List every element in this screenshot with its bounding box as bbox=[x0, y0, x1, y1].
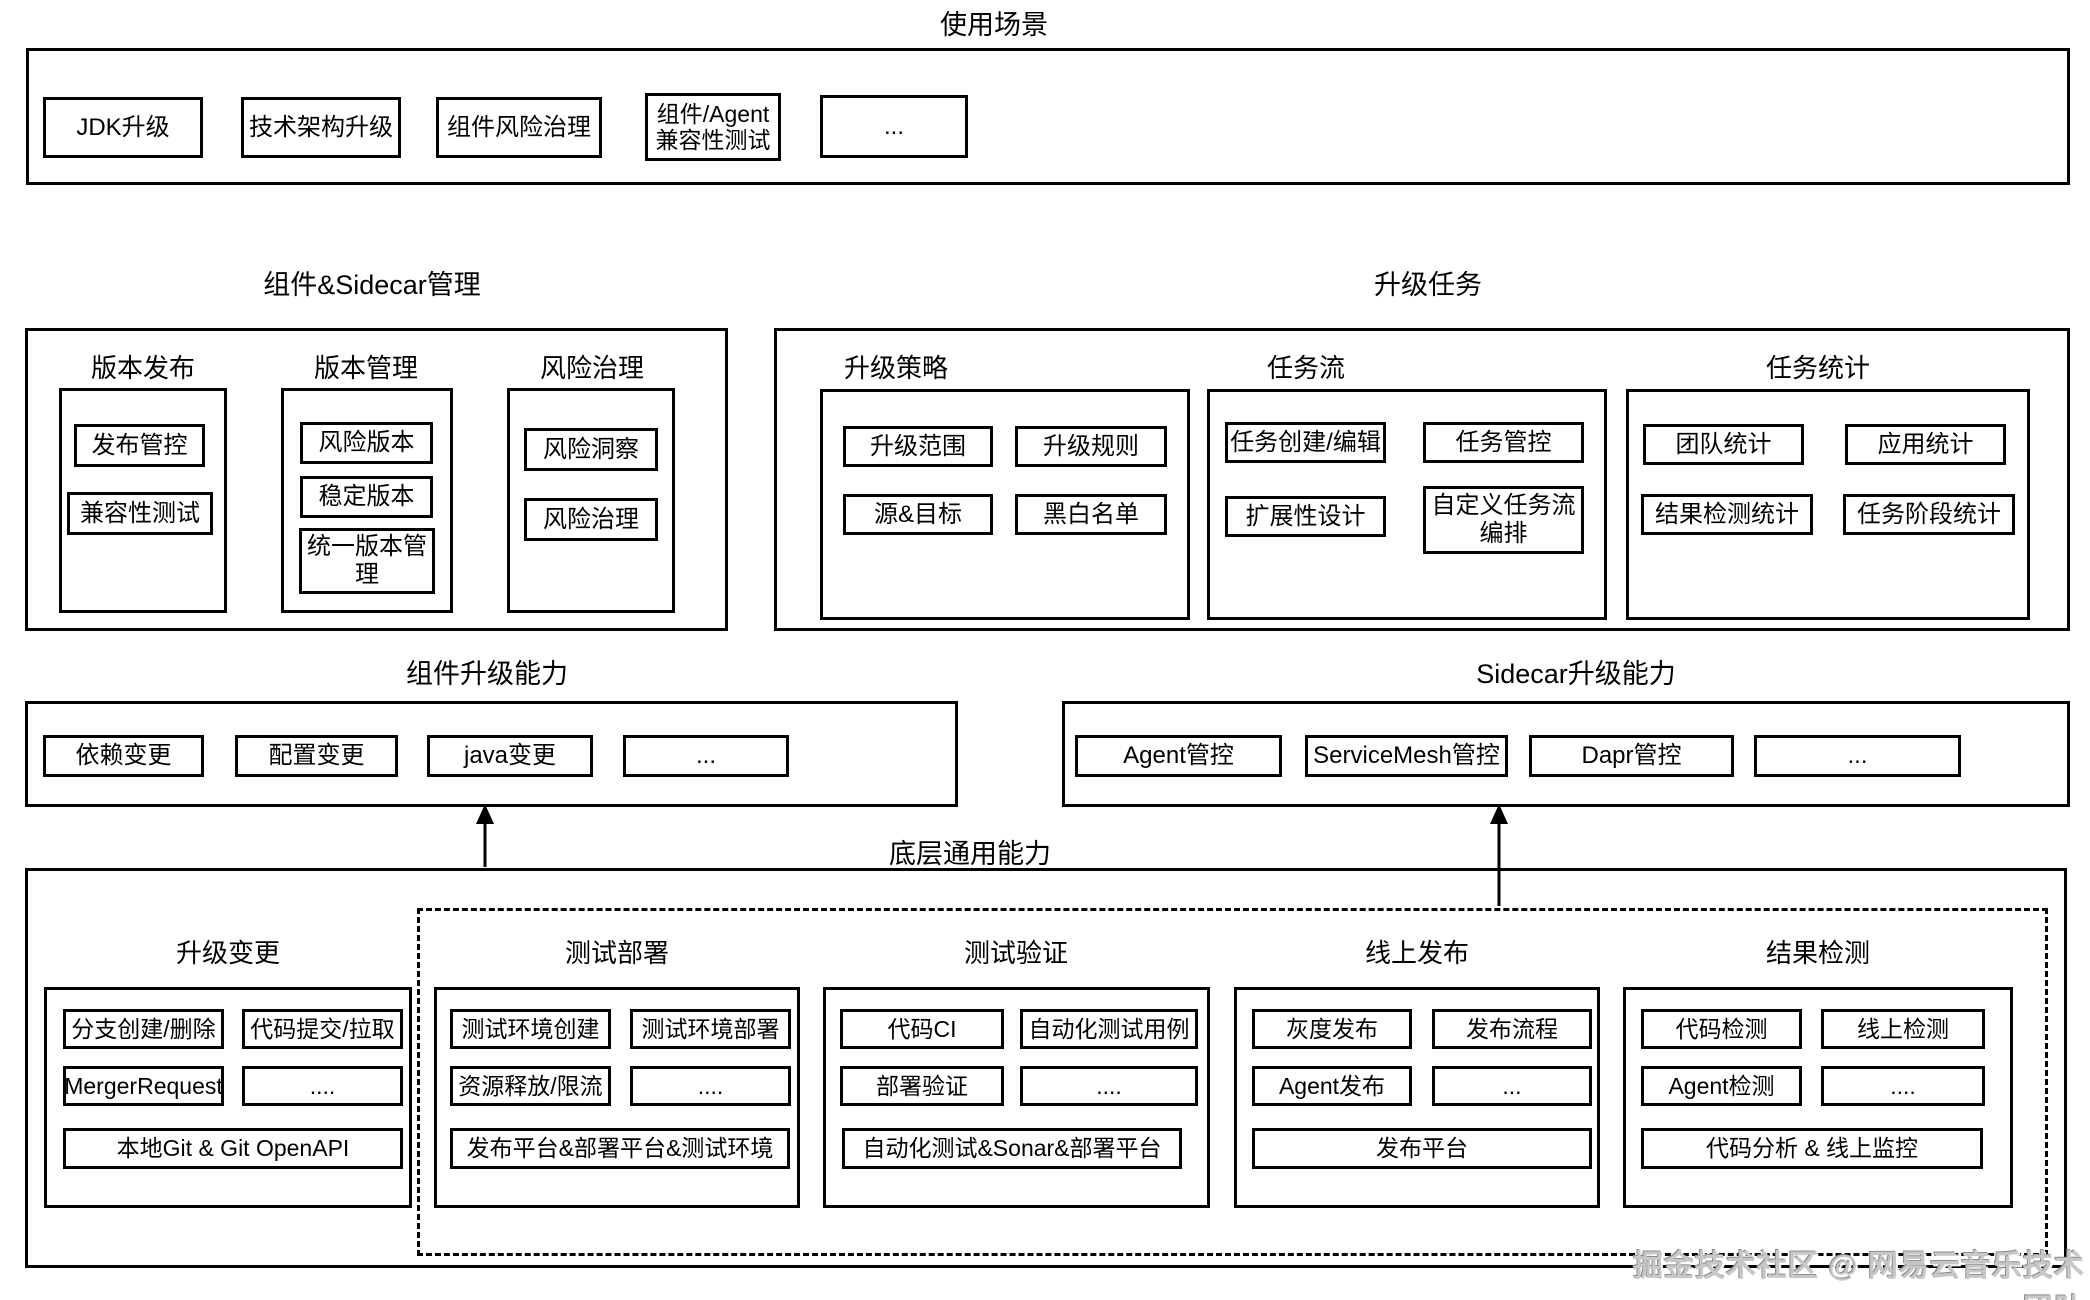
task-item: 任务管控 bbox=[1423, 422, 1584, 463]
base-item: 部署验证 bbox=[840, 1066, 1004, 1106]
base-col-title-verify: 测试验证 bbox=[963, 937, 1068, 968]
base-item-footer: 代码分析 & 线上监控 bbox=[1641, 1128, 1983, 1169]
base-item: 自动化测试用例 bbox=[1020, 1009, 1198, 1049]
task-item: 黑白名单 bbox=[1015, 494, 1167, 535]
task-col-title-stats: 任务统计 bbox=[1765, 352, 1870, 383]
sidecar-capability-item: Agent管控 bbox=[1075, 735, 1282, 777]
base-item-footer: 自动化测试&Sonar&部署平台 bbox=[842, 1128, 1182, 1169]
management-item: 风险版本 bbox=[300, 422, 433, 464]
base-item: 测试环境创建 bbox=[450, 1009, 611, 1049]
management-item: 稳定版本 bbox=[300, 476, 433, 518]
sidecar-capability-item: ... bbox=[1754, 735, 1961, 777]
task-item: 源&目标 bbox=[843, 494, 993, 535]
sidecar-capability-item: ServiceMesh管控 bbox=[1305, 735, 1508, 777]
management-col-title-riskgov: 风险治理 bbox=[539, 352, 644, 383]
section-title-usage: 使用场景 bbox=[940, 9, 1048, 40]
task-item: 应用统计 bbox=[1845, 424, 2006, 465]
task-item: 团队统计 bbox=[1643, 424, 1804, 465]
base-capability-dashed-group bbox=[417, 908, 2048, 1256]
task-item: 升级范围 bbox=[843, 426, 993, 467]
section-title-upgrade-task: 升级任务 bbox=[1374, 269, 1482, 300]
task-item: 自定义任务流编排 bbox=[1423, 486, 1584, 554]
usage-item-more: ... bbox=[820, 95, 968, 158]
management-col-title-release: 版本发布 bbox=[90, 352, 195, 383]
base-item: 代码提交/拉取 bbox=[242, 1009, 403, 1049]
component-capability-item: java变更 bbox=[427, 735, 593, 777]
management-item: 风险治理 bbox=[524, 498, 658, 541]
base-item: .... bbox=[630, 1066, 791, 1106]
base-item: Agent发布 bbox=[1252, 1066, 1412, 1106]
usage-item-jdk: JDK升级 bbox=[43, 97, 203, 158]
management-item: 发布管控 bbox=[74, 424, 205, 467]
task-item: 结果检测统计 bbox=[1641, 494, 1813, 535]
task-item: 扩展性设计 bbox=[1225, 496, 1386, 537]
section-title-component-capability: 组件升级能力 bbox=[406, 658, 568, 689]
usage-item-tech-arch: 技术架构升级 bbox=[241, 97, 401, 158]
arrow-up-left-icon bbox=[476, 804, 494, 867]
base-item-footer: 发布平台&部署平台&测试环境 bbox=[450, 1128, 790, 1169]
component-capability-item: 依赖变更 bbox=[43, 735, 204, 777]
watermark: 掘金技术社区 @ 网易云音乐技术团队 bbox=[1633, 1250, 2085, 1300]
management-item: 统一版本管理 bbox=[299, 528, 435, 594]
section-title-sidecar-capability: Sidecar升级能力 bbox=[1476, 658, 1676, 689]
base-col-title-change: 升级变更 bbox=[175, 937, 280, 968]
usage-item-risk: 组件风险治理 bbox=[436, 97, 602, 158]
base-item: 代码检测 bbox=[1641, 1009, 1802, 1049]
base-item: 分支创建/删除 bbox=[63, 1009, 224, 1049]
task-item: 升级规则 bbox=[1015, 426, 1167, 467]
base-item: 测试环境部署 bbox=[630, 1009, 791, 1049]
task-item: 任务阶段统计 bbox=[1843, 494, 2015, 535]
section-title-management: 组件&Sidecar管理 bbox=[263, 269, 481, 300]
task-col-title-flow: 任务流 bbox=[1266, 352, 1345, 383]
base-col-title-release-online: 线上发布 bbox=[1364, 937, 1469, 968]
sidecar-capability-item: Dapr管控 bbox=[1529, 735, 1734, 777]
base-item: 线上检测 bbox=[1821, 1009, 1985, 1049]
component-capability-item: 配置变更 bbox=[235, 735, 398, 777]
base-item: .... bbox=[242, 1066, 403, 1106]
base-col-title-deploy: 测试部署 bbox=[564, 937, 669, 968]
base-item-footer: 发布平台 bbox=[1252, 1128, 1592, 1169]
management-item: 风险洞察 bbox=[524, 428, 658, 471]
management-col-title-version: 版本管理 bbox=[313, 352, 418, 383]
management-item: 兼容性测试 bbox=[67, 492, 213, 535]
base-item: .... bbox=[1020, 1066, 1198, 1106]
section-title-base-capability: 底层通用能力 bbox=[889, 838, 1051, 869]
base-item: 发布流程 bbox=[1432, 1009, 1592, 1049]
base-item: .... bbox=[1821, 1066, 1985, 1106]
base-item: 资源释放/限流 bbox=[450, 1066, 611, 1106]
base-item-footer: 本地Git & Git OpenAPI bbox=[63, 1128, 403, 1169]
usage-item-agent-compat: 组件/Agent 兼容性测试 bbox=[645, 93, 781, 161]
base-item: 代码CI bbox=[840, 1009, 1004, 1049]
component-capability-item: ... bbox=[623, 735, 789, 777]
task-item: 任务创建/编辑 bbox=[1225, 422, 1386, 463]
base-item: Agent检测 bbox=[1641, 1066, 1802, 1106]
base-item: 灰度发布 bbox=[1252, 1009, 1412, 1049]
task-col-title-strategy: 升级策略 bbox=[843, 352, 948, 383]
base-col-title-result: 结果检测 bbox=[1765, 937, 1870, 968]
base-item: ... bbox=[1432, 1066, 1592, 1106]
base-item: MergerRequest bbox=[63, 1066, 224, 1106]
